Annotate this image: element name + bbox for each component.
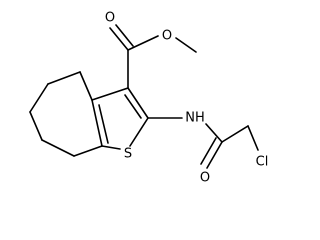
bond-oester-methyl — [175, 37, 197, 53]
atom-o-carbonyl: O — [105, 11, 115, 26]
bond-c4-c5 — [47, 71, 81, 85]
bond-c6-c7 — [29, 111, 43, 141]
bond-c5-c6 — [29, 83, 49, 113]
bond-ccarbonyl-o-double-a — [109, 27, 129, 51]
bond-camide-o-double-b — [200, 137, 217, 165]
bond-c3a-c4 — [79, 71, 93, 101]
bond-ccarbonyl-oester — [127, 35, 159, 51]
bond-c3a-c3 — [91, 87, 129, 101]
bond-n-camide — [205, 123, 223, 143]
atom-nh: NH — [185, 111, 205, 126]
bond-ccarbonyl-o-double-b — [115, 24, 134, 47]
bond-c2-s — [129, 117, 149, 147]
bond-lines — [29, 24, 259, 169]
atom-sulfur: S — [124, 147, 132, 162]
bond-c7-c8 — [41, 139, 75, 157]
bond-camide-ch2 — [221, 125, 249, 143]
atom-o-amide: O — [200, 171, 210, 186]
bond-c3a-c8a-double — [98, 104, 109, 144]
atom-labels: O O NH S O Cl — [105, 11, 268, 186]
bond-c3-c2 — [127, 87, 149, 119]
bond-ch2-cl — [247, 125, 259, 151]
bond-s-c8a — [101, 145, 121, 150]
bond-c8-c8a — [73, 145, 103, 157]
atom-o-ester: O — [162, 29, 172, 44]
atom-chlorine: Cl — [256, 155, 269, 170]
molecule-diagram: O O NH S O Cl — [29, 11, 268, 186]
bond-camide-o-double-a — [206, 141, 223, 169]
bond-c3-c2-double — [124, 94, 142, 119]
bond-c3a-c8a — [91, 99, 103, 147]
